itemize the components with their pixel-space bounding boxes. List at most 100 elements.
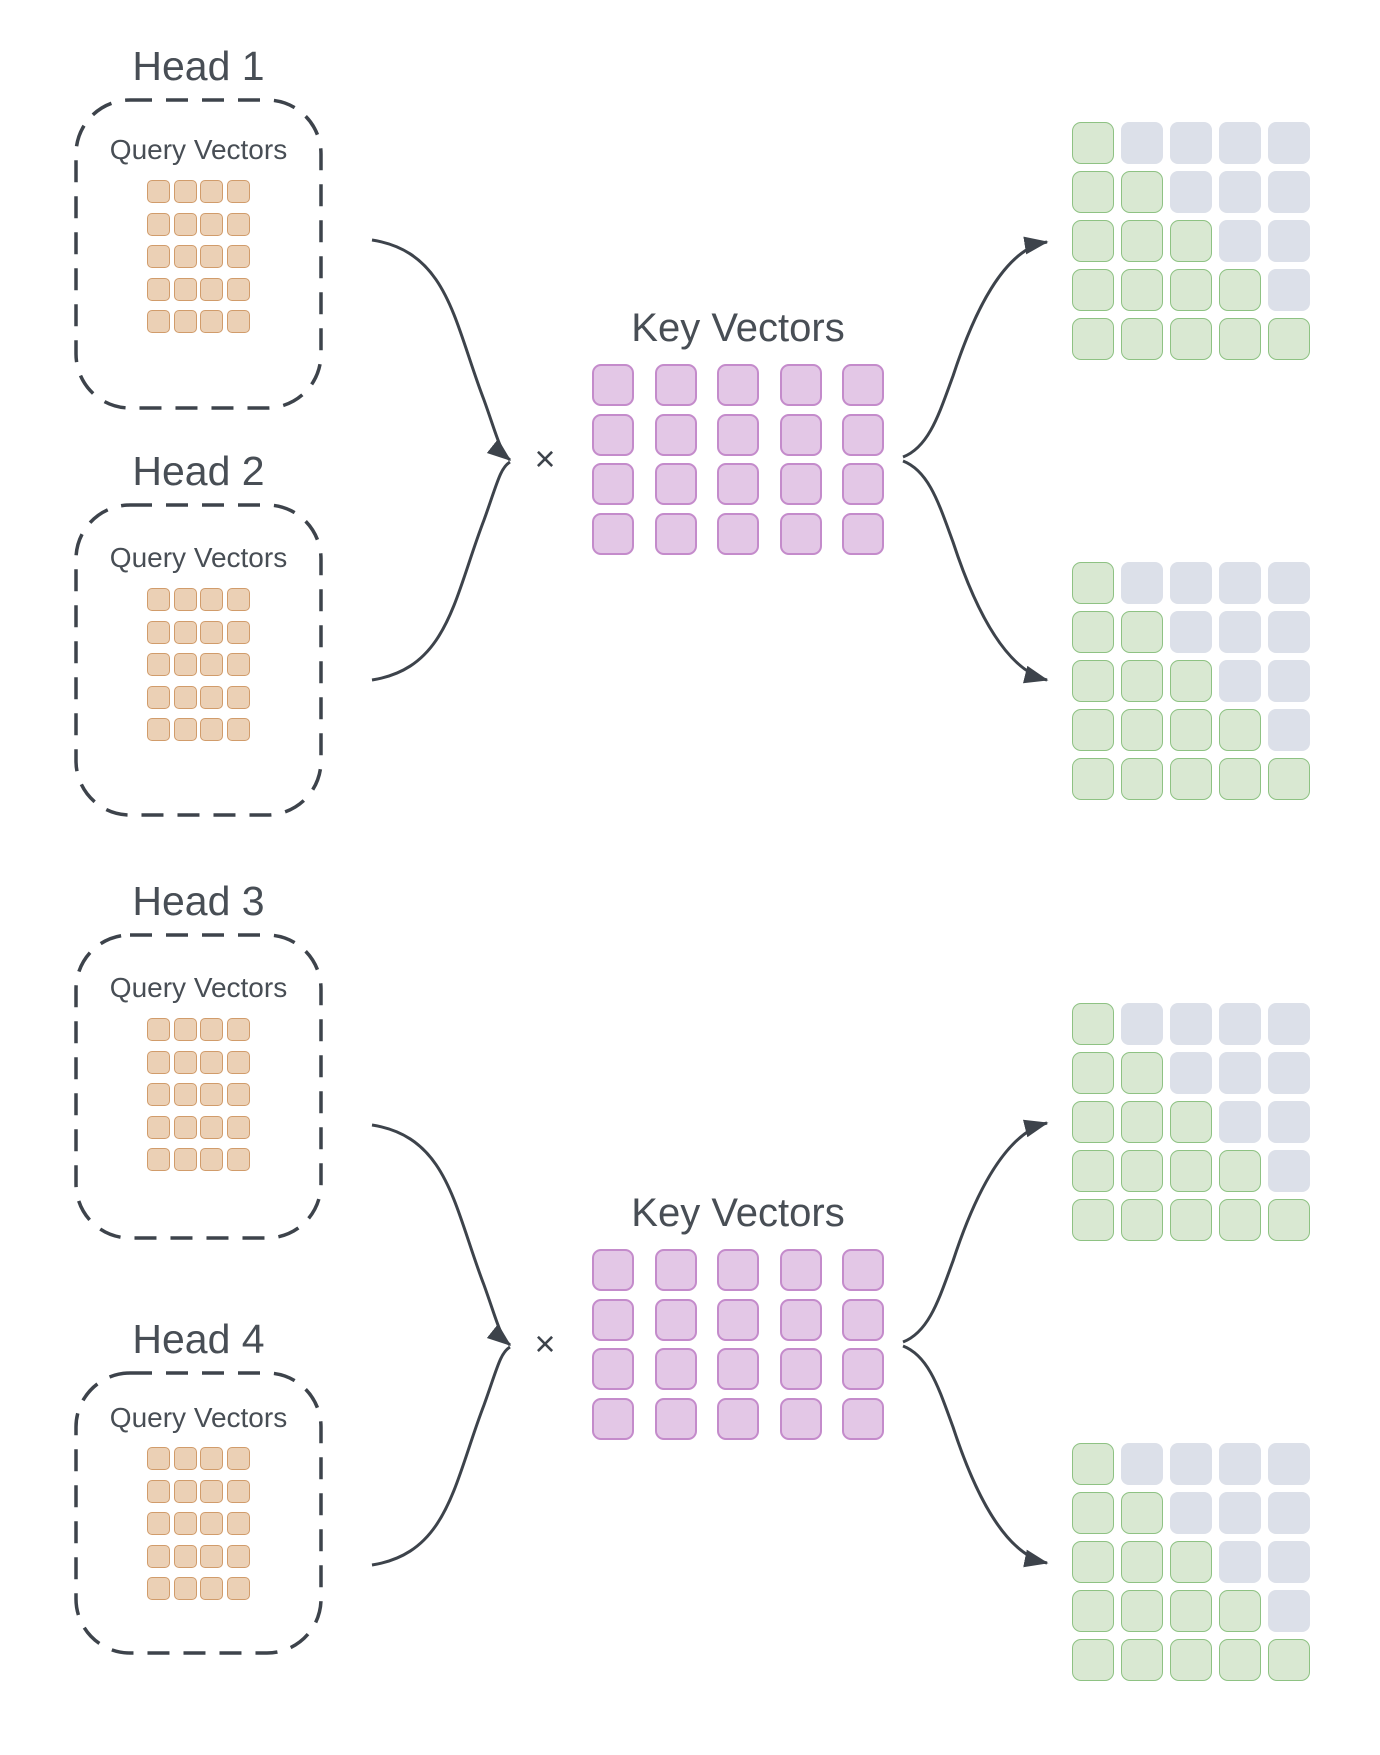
- arrow-keys2-to-output3: [902, 1119, 1049, 1344]
- attn-cell-unmasked: [1170, 220, 1212, 262]
- query-cell: [226, 1544, 250, 1568]
- key-cell: [842, 1397, 884, 1440]
- key-vectors-label-2: Key Vectors: [631, 1191, 845, 1235]
- head-4-query-grid: [147, 1447, 250, 1600]
- key-cell: [779, 1397, 822, 1440]
- attn-cell-unmasked: [1072, 220, 1114, 262]
- attn-cell-unmasked: [1121, 1052, 1163, 1094]
- attn-cell-unmasked: [1170, 1541, 1212, 1583]
- key-cell: [654, 1348, 697, 1390]
- query-cell: [173, 1544, 197, 1568]
- query-cell: [173, 1050, 197, 1074]
- key-cell: [779, 1348, 822, 1390]
- key-vectors-label-1: Key Vectors: [631, 306, 845, 350]
- attn-cell-unmasked: [1219, 269, 1261, 311]
- query-cell: [147, 310, 170, 333]
- attn-cell-unmasked: [1121, 1150, 1163, 1192]
- attn-cell-masked: [1219, 220, 1261, 262]
- head-4-query-vectors-label: Query Vectors: [109, 1402, 288, 1433]
- attn-cell-masked: [1268, 269, 1310, 311]
- multiply-symbol-2: ×: [534, 1323, 556, 1364]
- key-cell: [842, 413, 884, 456]
- query-cell: [200, 1447, 223, 1470]
- query-cell: [173, 1018, 197, 1041]
- attn-cell-unmasked: [1219, 318, 1261, 360]
- query-cell: [200, 1148, 223, 1171]
- query-cell: [200, 212, 223, 236]
- attn-cell-unmasked: [1121, 1541, 1163, 1583]
- attn-cell-unmasked: [1072, 709, 1114, 751]
- attn-cell-masked: [1268, 1541, 1310, 1583]
- attn-cell-masked: [1121, 562, 1163, 604]
- arrow-head1-to-multiply1: [371, 238, 512, 462]
- query-cell: [173, 310, 197, 333]
- query-cell: [173, 1577, 197, 1600]
- multiply-symbol-1: ×: [534, 438, 556, 479]
- attention-output-matrix-4: [1072, 1443, 1310, 1681]
- key-vectors-grid-1: [592, 364, 884, 555]
- query-cell: [173, 588, 197, 611]
- key-cell: [592, 463, 634, 505]
- query-cell: [173, 718, 197, 741]
- arrow-keys1-to-output2: [902, 459, 1049, 684]
- head-3-query-grid: [147, 1018, 250, 1171]
- query-cell: [147, 277, 170, 301]
- query-cell: [200, 1115, 223, 1139]
- arrow-head3-to-multiply2: [371, 1123, 512, 1347]
- attn-cell-unmasked: [1219, 758, 1261, 800]
- attn-cell-unmasked: [1121, 1639, 1163, 1681]
- key-cell: [842, 1298, 884, 1341]
- key-cell: [842, 1348, 884, 1390]
- attn-cell-masked: [1268, 709, 1310, 751]
- attn-cell-masked: [1268, 611, 1310, 653]
- attn-cell-masked: [1219, 1052, 1261, 1094]
- query-cell: [226, 212, 250, 236]
- query-cell: [147, 1577, 170, 1600]
- attn-cell-masked: [1268, 1101, 1310, 1143]
- key-cell: [592, 1298, 634, 1341]
- query-cell: [173, 1447, 197, 1470]
- query-cell: [200, 1479, 223, 1503]
- head-1-query-grid: [147, 180, 250, 333]
- attn-cell-unmasked: [1072, 318, 1114, 360]
- attn-cell-masked: [1219, 1101, 1261, 1143]
- attn-cell-unmasked: [1121, 1492, 1163, 1534]
- query-cell: [173, 212, 197, 236]
- query-cell: [226, 653, 250, 676]
- attn-cell-masked: [1219, 122, 1261, 164]
- key-cell: [842, 463, 884, 505]
- attn-cell-masked: [1268, 1052, 1310, 1094]
- query-cell: [226, 620, 250, 644]
- attention-output-matrix-3: [1072, 1003, 1310, 1241]
- attn-cell-unmasked: [1268, 1639, 1310, 1681]
- head-3-query-vectors-label: Query Vectors: [109, 972, 288, 1003]
- attn-cell-unmasked: [1072, 1052, 1114, 1094]
- head-2-query-grid: [147, 588, 250, 741]
- attn-cell-masked: [1219, 1492, 1261, 1534]
- attn-cell-unmasked: [1121, 758, 1163, 800]
- attn-cell-unmasked: [1072, 1150, 1114, 1192]
- attn-cell-unmasked: [1170, 1150, 1212, 1192]
- key-cell: [654, 364, 697, 406]
- query-cell: [147, 1479, 170, 1503]
- attn-cell-unmasked: [1072, 1492, 1114, 1534]
- attn-cell-masked: [1219, 1003, 1261, 1045]
- attn-cell-unmasked: [1219, 1590, 1261, 1632]
- attn-cell-masked: [1170, 1492, 1212, 1534]
- query-cell: [173, 1115, 197, 1139]
- attn-cell-unmasked: [1072, 1003, 1114, 1045]
- attn-cell-unmasked: [1219, 1199, 1261, 1241]
- query-cell: [147, 245, 170, 268]
- attn-cell-masked: [1268, 1003, 1310, 1045]
- attn-cell-unmasked: [1170, 660, 1212, 702]
- attn-cell-unmasked: [1121, 1101, 1163, 1143]
- head-4-title: Head 4: [132, 1316, 265, 1362]
- attention-output-matrix-1: [1072, 122, 1310, 360]
- attn-cell-masked: [1268, 562, 1310, 604]
- attn-cell-unmasked: [1170, 1639, 1212, 1681]
- key-vectors-grid-2: [592, 1249, 884, 1440]
- query-cell: [147, 1050, 170, 1074]
- key-cell: [717, 413, 759, 456]
- attn-cell-unmasked: [1170, 1590, 1212, 1632]
